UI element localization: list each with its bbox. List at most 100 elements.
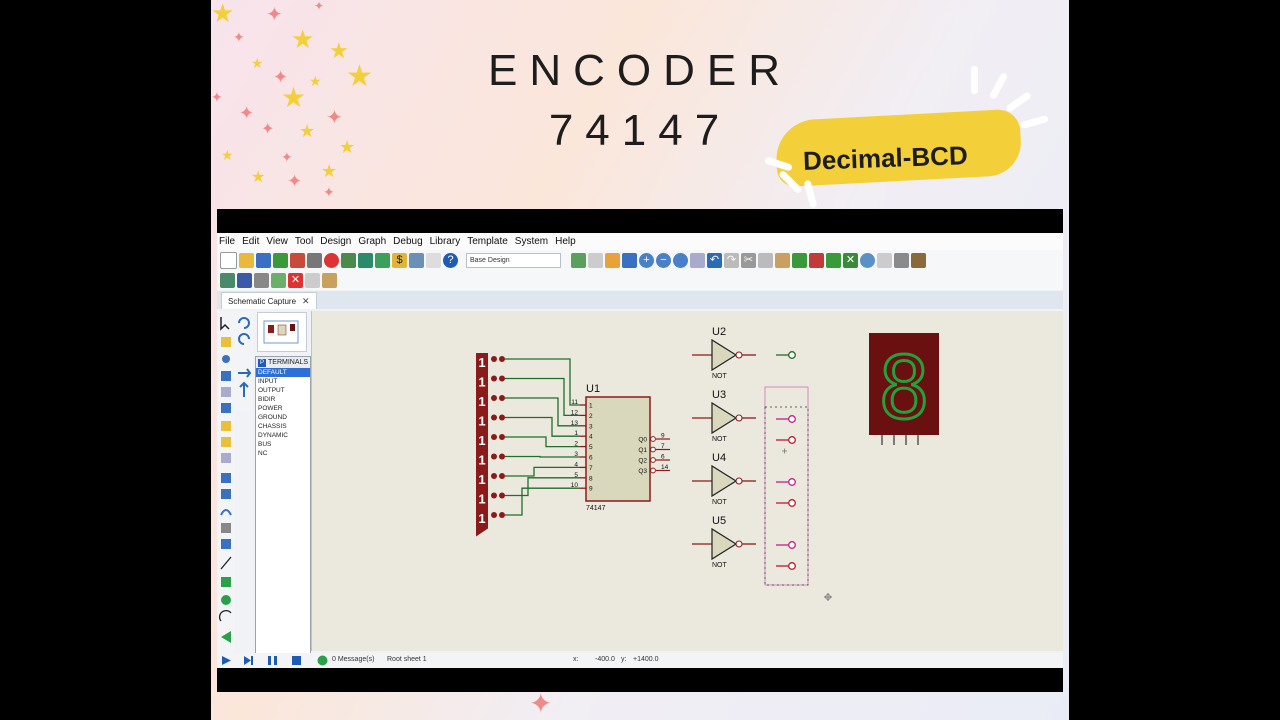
save-icon[interactable] <box>256 252 271 268</box>
undo-icon[interactable]: ↶ <box>707 252 722 268</box>
make-device-icon[interactable] <box>877 252 892 268</box>
component-mode-icon[interactable] <box>221 337 231 347</box>
probe-pin[interactable] <box>788 562 796 570</box>
menu-view[interactable]: View <box>266 236 288 247</box>
tape-recorder-icon[interactable] <box>221 489 231 499</box>
import-icon[interactable] <box>273 252 288 268</box>
close-icon[interactable]: ✕ <box>302 296 310 306</box>
terminal-item-input[interactable]: INPUT <box>258 378 278 385</box>
back-icon[interactable] <box>341 252 356 268</box>
bus-icon[interactable] <box>221 403 231 413</box>
block-copy-icon[interactable] <box>792 252 807 268</box>
probe-pin[interactable] <box>788 351 796 359</box>
graph-mode-icon[interactable] <box>221 473 231 483</box>
probe-pin[interactable] <box>788 499 796 507</box>
terminal-item-ground[interactable]: GROUND <box>258 414 287 421</box>
selection-frame[interactable] <box>764 386 809 586</box>
document-icon[interactable] <box>426 252 441 268</box>
package-tool-icon[interactable] <box>894 252 909 268</box>
refresh-icon[interactable] <box>571 252 586 268</box>
logic-state-bit[interactable]: 1 <box>478 375 485 390</box>
menu-help[interactable]: Help <box>555 236 576 247</box>
menu-edit[interactable]: Edit <box>242 236 260 247</box>
line-tool-icon[interactable] <box>220 556 232 570</box>
terminal-item-output[interactable]: OUTPUT <box>258 387 285 394</box>
mirror-vertical-icon[interactable] <box>239 381 249 397</box>
record-icon[interactable] <box>324 252 339 268</box>
logic-state-bit[interactable]: 1 <box>478 355 485 370</box>
copy-icon[interactable] <box>758 252 773 268</box>
zoom-in-icon[interactable]: + <box>639 252 654 268</box>
not-gate[interactable] <box>711 464 738 498</box>
search-icon[interactable] <box>358 252 373 268</box>
layout-icon[interactable] <box>409 252 424 268</box>
property-tool-icon[interactable] <box>254 272 269 288</box>
terminal-item-chassis[interactable]: CHASSIS <box>258 423 287 430</box>
subcircuit-icon[interactable] <box>221 421 231 431</box>
rotate-anticlockwise-icon[interactable] <box>238 333 250 345</box>
probe-pin[interactable] <box>788 436 796 444</box>
dollar-icon[interactable]: $ <box>392 252 407 268</box>
device-pins-icon[interactable] <box>221 453 231 463</box>
terminal-item-power[interactable]: POWER <box>258 405 283 412</box>
pan-icon[interactable] <box>622 252 637 268</box>
u1-74147-chip[interactable] <box>585 396 651 502</box>
component-icon[interactable] <box>307 252 322 268</box>
menu-system[interactable]: System <box>514 236 549 247</box>
new-sheet-icon[interactable] <box>271 272 286 288</box>
selection-box[interactable] <box>764 406 809 586</box>
virtual-instrument-icon[interactable] <box>221 539 231 549</box>
terminal-item-dynamic[interactable]: DYNAMIC <box>258 432 288 439</box>
decompose-icon[interactable] <box>911 252 926 268</box>
seven-segment-display[interactable] <box>869 333 939 435</box>
block-rotate-icon[interactable] <box>826 252 841 268</box>
logic-state-bit[interactable]: 1 <box>478 394 485 409</box>
menu-file[interactable]: File <box>219 236 236 247</box>
logic-state-bit[interactable]: 1 <box>478 511 485 526</box>
terminal-item-bidir[interactable]: BIDIR <box>258 396 276 403</box>
menu-design[interactable]: Design <box>320 236 352 247</box>
probe-pin[interactable] <box>788 541 796 549</box>
remove-sheet-icon[interactable]: ✕ <box>288 272 303 288</box>
bom-icon[interactable] <box>375 252 390 268</box>
open-folder-icon[interactable] <box>239 252 254 268</box>
circle-tool-icon[interactable] <box>221 595 231 605</box>
text-script-icon[interactable] <box>221 387 231 397</box>
terminal-item-default[interactable]: DEFAULT <box>256 368 310 377</box>
mirror-horizontal-icon[interactable] <box>238 368 252 378</box>
probe-pin[interactable] <box>788 415 796 423</box>
redo-icon[interactable]: ↷ <box>724 252 739 268</box>
logic-state-bit[interactable]: 1 <box>478 492 485 507</box>
generator-icon[interactable] <box>220 509 232 516</box>
zoom-out-icon[interactable]: − <box>656 252 671 268</box>
terminal-item-bus[interactable]: BUS <box>258 441 272 448</box>
tab-schematic-capture[interactable]: Schematic Capture✕ <box>221 292 317 309</box>
not-gate[interactable] <box>711 338 738 372</box>
arc-tool-icon[interactable] <box>218 609 232 622</box>
paste-icon[interactable] <box>775 252 790 268</box>
block-delete-icon[interactable]: ✕ <box>843 252 858 268</box>
exit-parent-icon[interactable] <box>305 272 320 288</box>
design-selector[interactable]: Base Design <box>466 252 561 268</box>
menu-tool[interactable]: Tool <box>294 236 314 247</box>
logic-state-bit[interactable]: 1 <box>478 453 485 468</box>
home-icon[interactable] <box>290 252 305 268</box>
selection-mode-icon[interactable] <box>220 317 230 331</box>
logic-state-bit[interactable]: 1 <box>478 433 485 448</box>
box-tool-icon[interactable] <box>221 577 231 587</box>
block-move-icon[interactable] <box>809 252 824 268</box>
voltage-probe-icon[interactable] <box>221 523 231 533</box>
netlist-icon[interactable] <box>322 272 337 288</box>
not-gate[interactable] <box>711 527 738 561</box>
wire-label-icon[interactable] <box>221 371 231 381</box>
wire-autorouter-icon[interactable] <box>220 272 235 288</box>
logic-state-bit[interactable]: 1 <box>478 414 485 429</box>
terminal-item-nc[interactable]: NC <box>258 450 268 457</box>
grid-icon[interactable] <box>588 252 603 268</box>
pick-device-icon[interactable] <box>860 252 875 268</box>
origin-icon[interactable] <box>605 252 620 268</box>
probe-pin[interactable] <box>788 478 796 486</box>
